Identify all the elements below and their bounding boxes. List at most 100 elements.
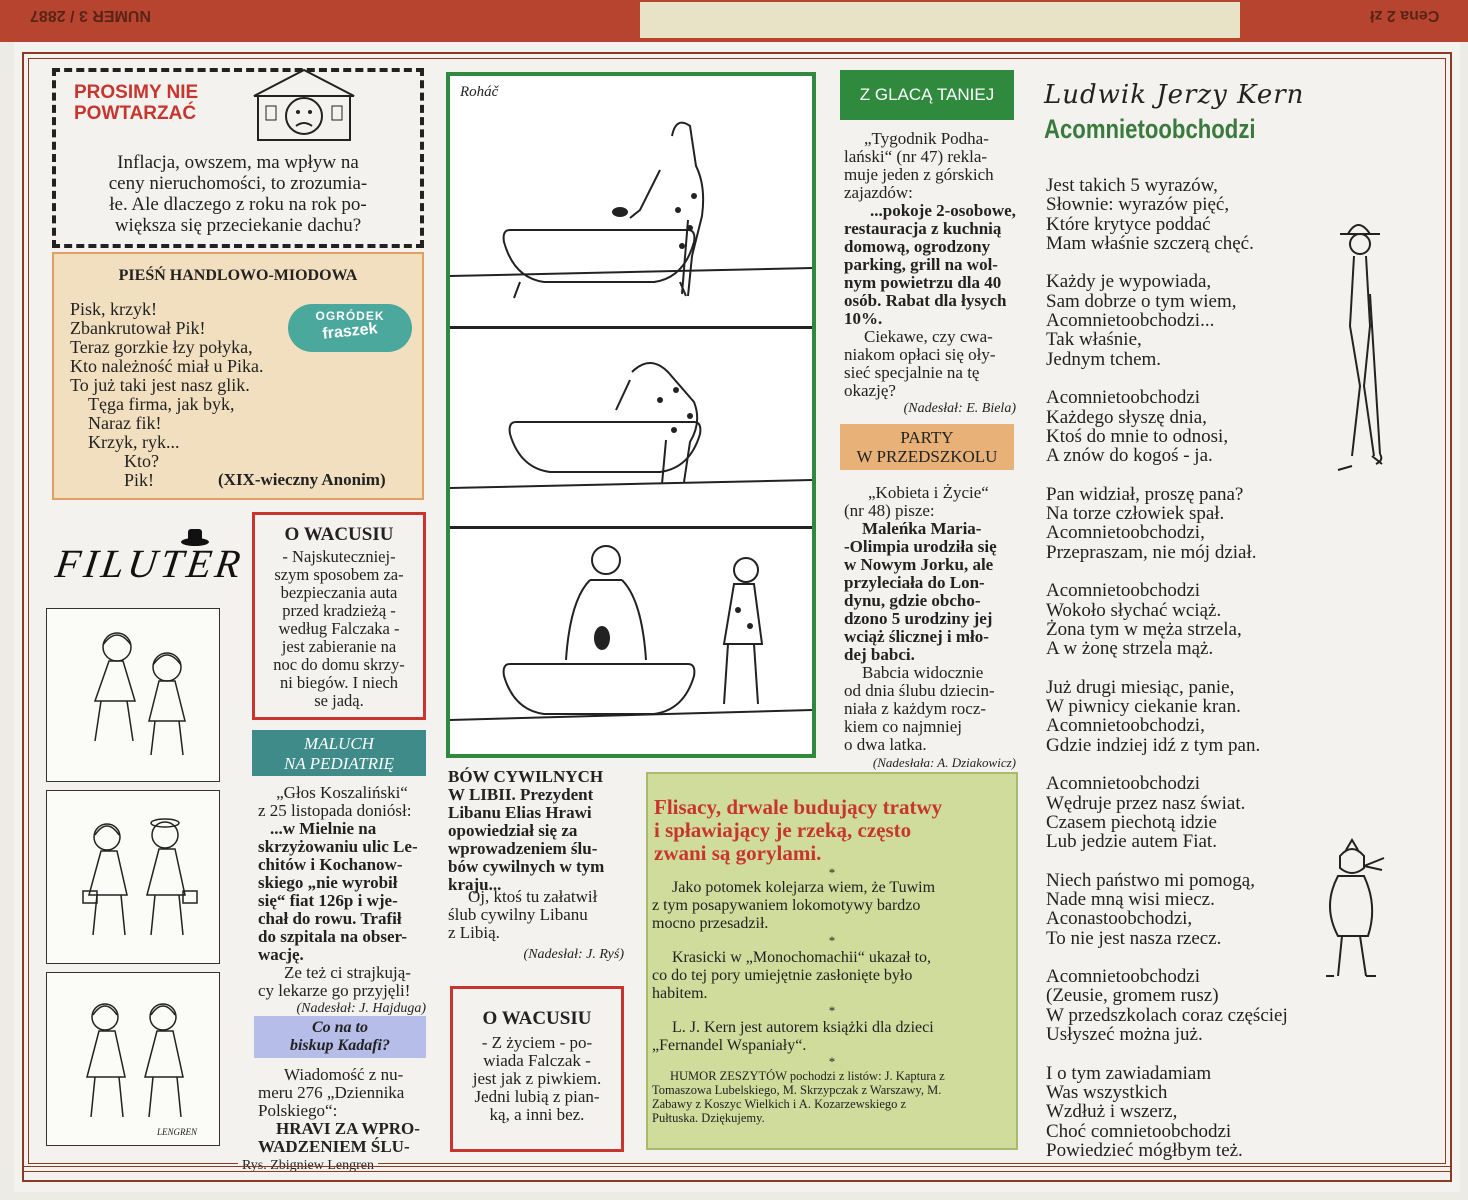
prosimy-title-line: POWTARZAĆ bbox=[74, 103, 197, 124]
kern-title: Acomnietoobchodzi bbox=[1044, 114, 1256, 144]
poem-line: Naraz fik! bbox=[88, 413, 162, 433]
sender-line: (Nadesłał: J. Hajduga) bbox=[296, 1001, 426, 1016]
kadafi-header: Co na to biskup Kadafi? bbox=[254, 1016, 426, 1058]
poem-line: Pisk, krzyk! bbox=[70, 299, 157, 319]
poem-line: To już taki jest nasz glik. bbox=[70, 375, 250, 395]
poem-line: Pik! bbox=[124, 470, 155, 490]
poem-line: Nade mną wisi miecz. bbox=[1046, 888, 1215, 910]
quote-line: do szpitala na obser- bbox=[258, 927, 408, 946]
comic-panel-3-drawing bbox=[450, 545, 812, 721]
poem-line: Acomnietoobchodzi, bbox=[1046, 522, 1205, 544]
quote-line: wację. bbox=[258, 945, 304, 964]
text-line: według Falczaka - bbox=[278, 619, 400, 638]
bottom-rule bbox=[22, 1166, 1452, 1172]
poem-line: Acomnietoobchodzi, bbox=[1046, 715, 1205, 737]
rohac-label: Roháč bbox=[460, 84, 499, 100]
text-line: muje jeden z górskich bbox=[844, 165, 994, 184]
libia-text: BÓW CYWILNYCH W LIBII. Prezydent Libanu … bbox=[448, 768, 624, 894]
poem-line: Acomnietoobchodzi... bbox=[1046, 310, 1215, 332]
quote-line: BÓW CYWILNYCH bbox=[448, 767, 604, 786]
prosimy-text: Inflacja, owszem, ma wpływ na ceny nieru… bbox=[60, 152, 416, 236]
quote-line: WADZENIEM ŚLU- bbox=[258, 1137, 410, 1156]
maluch-title-line: MALUCH bbox=[304, 734, 374, 753]
text-line: jest jak z piwkiem. bbox=[472, 1069, 602, 1088]
prosimy-text-line: większa się przeciekanie dachu? bbox=[114, 215, 362, 236]
poem-line: Jednym tchem. bbox=[1046, 348, 1162, 370]
prosimy-text-line: ceny nieruchomości, to zrozumia- bbox=[108, 173, 368, 194]
poem-line: Mam właśnie szczerą chęć. bbox=[1046, 232, 1254, 254]
flisacy-box bbox=[646, 772, 1018, 1150]
comic-panel-1-drawing bbox=[450, 121, 812, 299]
poem-line: A w żonę strzela mąż. bbox=[1046, 638, 1214, 660]
quote-line: domową, ogrodzony bbox=[844, 237, 991, 256]
text-line: - Z życiem - po- bbox=[481, 1033, 593, 1052]
comic-divider-2 bbox=[450, 526, 812, 529]
filuter-panel-3: LENGREN bbox=[46, 972, 220, 1146]
quote-line: osób. Rabat dla łysych bbox=[844, 291, 1007, 310]
text-line: szym sposobem za- bbox=[274, 565, 404, 584]
text-line: Krasicki w „Monochomachii“ ukazał to, bbox=[672, 949, 932, 966]
text-line: cy lekarze go przyjęli! bbox=[258, 981, 411, 1000]
text-line: (nr 48) pisze: bbox=[844, 501, 935, 520]
filuter-drawing-2 bbox=[82, 818, 198, 936]
poem-line: Aconastoobchodzi, bbox=[1046, 908, 1193, 930]
poem-line: Tęga firma, jak byk, bbox=[88, 394, 235, 414]
kern-author: Ludwik Jerzy Kern bbox=[1044, 80, 1305, 110]
prosimy-box bbox=[52, 68, 424, 248]
text-line: zajazdów: bbox=[844, 183, 913, 202]
headline-line: Flisacy, drwale budujący tratwy bbox=[654, 795, 943, 819]
footer-line: HUMOR ZESZYTÓW pochodzi z listów: J. Kap… bbox=[670, 1069, 945, 1083]
text-line: Jedni lubią z pian- bbox=[474, 1087, 600, 1106]
poem-line: Żona tym w męża strzela, bbox=[1046, 618, 1242, 640]
poem-line: Pan widział, proszę pana? bbox=[1046, 483, 1244, 505]
quote-line: 10%. bbox=[844, 309, 883, 328]
filuter-drawing-1 bbox=[93, 632, 186, 756]
poem-line: Każdy je wypowiada, bbox=[1046, 271, 1212, 293]
text-line: Jako potomek kolejarza wiem, że Tuwim bbox=[672, 879, 936, 896]
maluch-title-line: NA PEDIATRIĘ bbox=[283, 754, 394, 773]
logo-top-text: OGRÓDEK bbox=[315, 309, 385, 323]
text-line: L. J. Kern jest autorem książki dla dzie… bbox=[672, 1019, 934, 1036]
text-line: Wiadomość z nu- bbox=[284, 1065, 404, 1084]
separator-star: * bbox=[828, 933, 836, 948]
quote-line: przyleciała do Lon- bbox=[844, 573, 985, 592]
quote-line: wciąż ślicznej i mło- bbox=[844, 627, 989, 646]
party-text: „Kobieta i Życie“ (nr 48) pisze: Maleńka… bbox=[844, 484, 1016, 772]
poem-line: (Zeusie, gromem rusz) bbox=[1046, 985, 1219, 1007]
flisacy-text: * Jako potomek kolejarza wiem, że Tuwim … bbox=[652, 866, 1012, 1125]
text-line: sieć specjalnie na tę bbox=[844, 363, 980, 382]
quote-line: dynu, gdzie obcho- bbox=[844, 591, 981, 610]
poem-line: Które krytyce poddać bbox=[1046, 213, 1211, 235]
text-line: mocno przesadził. bbox=[652, 915, 769, 932]
quote-line: chitów i Kochanow- bbox=[258, 855, 403, 874]
text-line: ni biegów. I niech bbox=[279, 673, 399, 692]
wacus2-box bbox=[450, 986, 624, 1152]
house-face-illustration bbox=[253, 68, 355, 141]
text-line: z tym posapywaniem lokomotywy bardzo bbox=[652, 897, 921, 914]
prosimy-title-line: PROSIMY NIE bbox=[74, 82, 199, 103]
text-line: Babcia widocznie bbox=[862, 663, 984, 682]
quote-line: -Olimpia urodziła się bbox=[844, 537, 997, 556]
poem-line: Ktoś do mnie to odnosi, bbox=[1046, 425, 1229, 447]
poem-line: Na torze człowiek spał. bbox=[1046, 503, 1225, 525]
sender-line: (Nadesłała: A. Dziakowicz) bbox=[872, 755, 1016, 770]
kadafi-text: Wiadomość z nu- meru 276 „Dziennika Pols… bbox=[258, 1066, 426, 1156]
filuter-panel-2 bbox=[46, 790, 220, 964]
text-line: niała z każdym rocz- bbox=[844, 699, 987, 718]
text-line: okazję? bbox=[844, 381, 896, 400]
quote-line: W LIBII. Prezydent bbox=[448, 785, 594, 804]
text-line: „Kobieta i Życie“ bbox=[868, 483, 989, 502]
walking-man-illustration bbox=[1337, 224, 1383, 471]
poem-line: Choć comnietoobchodzi bbox=[1046, 1120, 1232, 1142]
party-title-line: PARTY bbox=[900, 428, 954, 447]
kadafi-title-line: biskup Kadafi? bbox=[289, 1037, 390, 1054]
quote-line: wprowadzeniem ślu- bbox=[448, 839, 598, 858]
text-line: ką, a inni bez. bbox=[489, 1105, 585, 1124]
comic-panel-2-drawing bbox=[450, 362, 812, 489]
comic-divider-1 bbox=[450, 326, 812, 329]
text-line: - Najskuteczniej- bbox=[282, 547, 396, 566]
text-line: z 25 listopada doniósł: bbox=[258, 801, 412, 820]
text-line: kiem co najmniej bbox=[844, 717, 963, 736]
text-line: „Głos Koszaliński“ bbox=[276, 783, 408, 802]
filuter-drawing-3 bbox=[86, 1003, 184, 1118]
